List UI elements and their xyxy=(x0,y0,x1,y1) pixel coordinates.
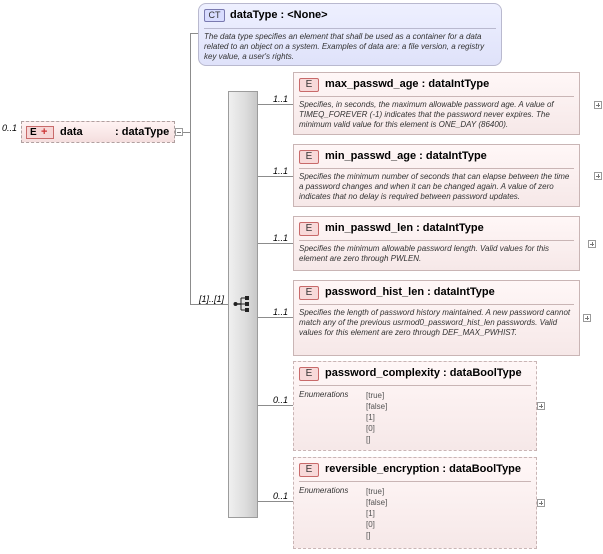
complex-type-badge-icon: CT xyxy=(204,9,225,22)
enumeration-value: [] xyxy=(366,531,371,540)
sequence-multiplicity: [1]..[1] xyxy=(199,294,225,304)
enumerations-label: Enumerations xyxy=(299,486,349,495)
element-badge-icon: E + xyxy=(26,126,54,139)
element-description: Specifies, in seconds, the maximum allow… xyxy=(299,100,554,129)
element-title: min_passwd_age : dataIntType xyxy=(325,150,487,162)
element-badge-icon: E xyxy=(299,463,319,477)
complex-type-description: The data type specifies an element that … xyxy=(204,32,485,61)
element-title: reversible_encryption : dataBoolType xyxy=(325,463,522,475)
enumeration-value: [true] xyxy=(366,487,385,496)
child-connector xyxy=(258,176,293,177)
child-multiplicity: 1..1 xyxy=(273,166,289,176)
enumeration-value: [1] xyxy=(366,413,375,422)
main-vertical-connector xyxy=(190,33,191,305)
element-min-passwd-age[interactable]: E min_passwd_age : dataIntType Specifies… xyxy=(293,144,580,207)
element-badge-icon: E xyxy=(299,367,319,381)
complex-type-title: dataType : <None> xyxy=(230,9,328,21)
child-multiplicity: 1..1 xyxy=(273,307,289,317)
complex-type-box[interactable]: CT dataType : <None> The data type speci… xyxy=(198,3,502,66)
root-multiplicity: 0..1 xyxy=(2,123,18,133)
expand-icon[interactable] xyxy=(594,172,602,180)
element-description: Specifies the minimum allowable password… xyxy=(299,244,550,263)
child-multiplicity: 0..1 xyxy=(273,491,289,501)
expand-icon[interactable] xyxy=(537,499,545,507)
element-password-hist-len[interactable]: E password_hist_len : dataIntType Specif… xyxy=(293,280,580,356)
expand-icon[interactable] xyxy=(594,101,602,109)
child-multiplicity: 1..1 xyxy=(273,233,289,243)
element-description: Specifies the length of password history… xyxy=(299,308,571,337)
sequence-icon xyxy=(233,296,249,312)
element-badge-icon: E xyxy=(299,286,319,300)
divider xyxy=(299,385,531,386)
collapse-icon[interactable] xyxy=(175,128,183,136)
divider xyxy=(299,168,574,169)
enumeration-value: [true] xyxy=(366,391,385,400)
child-connector xyxy=(258,501,293,502)
enumeration-value: [false] xyxy=(366,402,388,411)
plus-icon: + xyxy=(41,126,48,138)
expand-icon[interactable] xyxy=(588,240,596,248)
seq-connector xyxy=(190,304,228,305)
enumeration-value: [0] xyxy=(366,424,375,433)
element-badge-icon: E xyxy=(299,78,319,92)
enumerations-list: [true] [false] [1] [0] [] xyxy=(366,486,387,541)
child-connector xyxy=(258,405,293,406)
root-element-type: : dataType xyxy=(115,126,170,138)
divider xyxy=(299,304,574,305)
enumeration-value: [0] xyxy=(366,520,375,529)
divider xyxy=(204,28,496,29)
root-element-name: data xyxy=(60,126,83,138)
element-min-passwd-len[interactable]: E min_passwd_len : dataIntType Specifies… xyxy=(293,216,580,271)
element-description: Specifies the minimum number of seconds … xyxy=(299,172,570,201)
sequence-compositor[interactable] xyxy=(228,91,258,518)
child-connector xyxy=(258,104,293,105)
enumeration-value: [1] xyxy=(366,509,375,518)
element-badge-icon: E xyxy=(299,222,319,236)
child-multiplicity: 1..1 xyxy=(273,94,289,104)
element-max-passwd-age[interactable]: E max_passwd_age : dataIntType Specifies… xyxy=(293,72,580,135)
divider xyxy=(299,96,574,97)
element-title: max_passwd_age : dataIntType xyxy=(325,78,490,90)
enumeration-value: [] xyxy=(366,435,371,444)
enumerations-label: Enumerations xyxy=(299,390,349,399)
root-element-data[interactable]: E + data : dataType xyxy=(21,121,175,143)
divider xyxy=(299,481,531,482)
child-multiplicity: 0..1 xyxy=(273,395,289,405)
element-password-complexity[interactable]: E password_complexity : dataBoolType Enu… xyxy=(293,361,537,451)
element-badge-label: E xyxy=(30,127,37,138)
ct-connector xyxy=(190,33,198,34)
child-connector xyxy=(258,243,293,244)
element-reversible-encryption[interactable]: E reversible_encryption : dataBoolType E… xyxy=(293,457,537,549)
expand-icon[interactable] xyxy=(537,402,545,410)
divider xyxy=(299,240,574,241)
child-connector xyxy=(258,317,293,318)
element-title: password_complexity : dataBoolType xyxy=(325,367,522,379)
enumerations-list: [true] [false] [1] [0] [] xyxy=(366,390,387,445)
element-title: password_hist_len : dataIntType xyxy=(325,286,495,298)
element-badge-icon: E xyxy=(299,150,319,164)
expand-icon[interactable] xyxy=(583,314,591,322)
element-title: min_passwd_len : dataIntType xyxy=(325,222,484,234)
enumeration-value: [false] xyxy=(366,498,388,507)
